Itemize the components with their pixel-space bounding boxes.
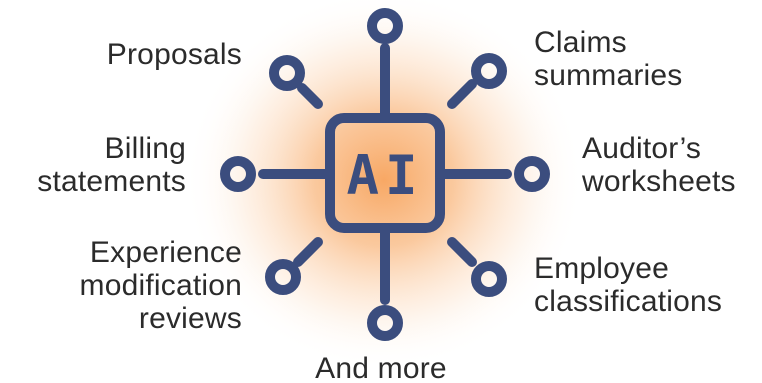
connector-top (367, 8, 403, 123)
connector-right (435, 156, 550, 192)
connector-lower-left (265, 237, 323, 295)
label-auditors-worksheets: Auditor’s worksheets (582, 132, 736, 198)
label-experience-modification-reviews: Experience modification reviews (79, 236, 242, 335)
label-claims-summaries: Claims summaries (534, 26, 683, 92)
label-and-more: And more (315, 352, 447, 383)
ai-chip-text: AI (346, 144, 423, 207)
label-billing-statements: Billing statements (37, 132, 186, 198)
connector-lower-right (447, 237, 507, 297)
connector-bottom (367, 223, 403, 341)
connector-left (220, 156, 335, 192)
label-employee-classifications: Employee classifications (534, 252, 723, 318)
connector-upper-right (447, 53, 507, 109)
connector-upper-left (269, 55, 323, 109)
label-proposals: Proposals (106, 38, 242, 71)
